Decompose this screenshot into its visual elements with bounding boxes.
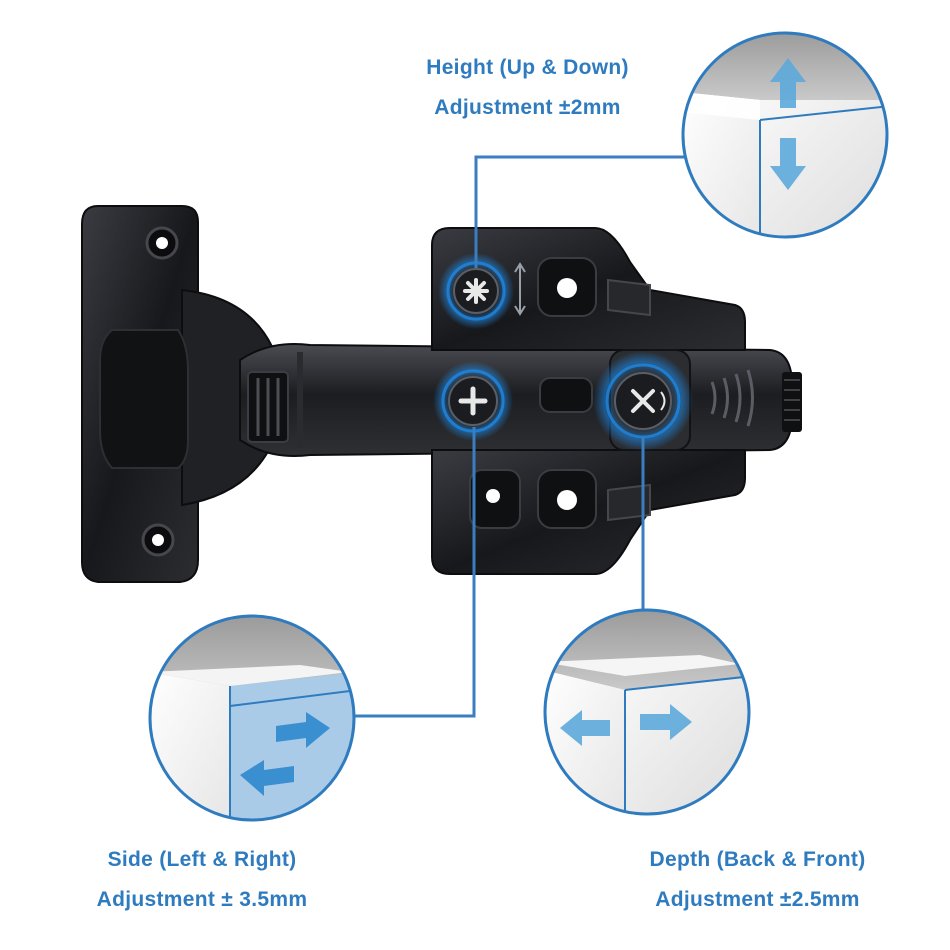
height-screw-icon	[438, 253, 514, 329]
side-adjustment-label: Side (Left & Right) Adjustment ± 3.5mm	[62, 840, 342, 920]
right-arrow-icon	[276, 712, 330, 748]
up-arrow-icon	[770, 58, 806, 108]
leader-lines	[352, 155, 688, 718]
down-arrow-icon	[770, 138, 806, 190]
depth-screw-icon	[593, 351, 693, 451]
height-adjustment-label: Height (Up & Down) Adjustment ±2mm	[390, 48, 665, 128]
height-label-line1: Height (Up & Down)	[426, 56, 629, 79]
hinge-arm	[239, 343, 793, 457]
height-leader-line	[474, 155, 688, 268]
height-detail-circle	[681, 31, 889, 239]
depth-adjustment-label: Depth (Back & Front) Adjustment ±2.5mm	[615, 840, 900, 920]
side-leader-line	[352, 427, 476, 718]
depth-label-line2: Adjustment ±2.5mm	[655, 888, 860, 911]
front-arrow-icon	[640, 704, 692, 740]
depth-label-line1: Depth (Back & Front)	[649, 848, 866, 871]
side-detail-circle	[148, 614, 356, 822]
back-arrow-icon	[560, 710, 610, 746]
height-label-line2: Adjustment ±2mm	[434, 96, 621, 119]
side-label-line2: Adjustment ± 3.5mm	[96, 888, 308, 911]
side-label-line1: Side (Left & Right)	[107, 848, 297, 871]
depth-detail-circle	[543, 608, 751, 816]
left-arrow-icon	[240, 760, 294, 796]
